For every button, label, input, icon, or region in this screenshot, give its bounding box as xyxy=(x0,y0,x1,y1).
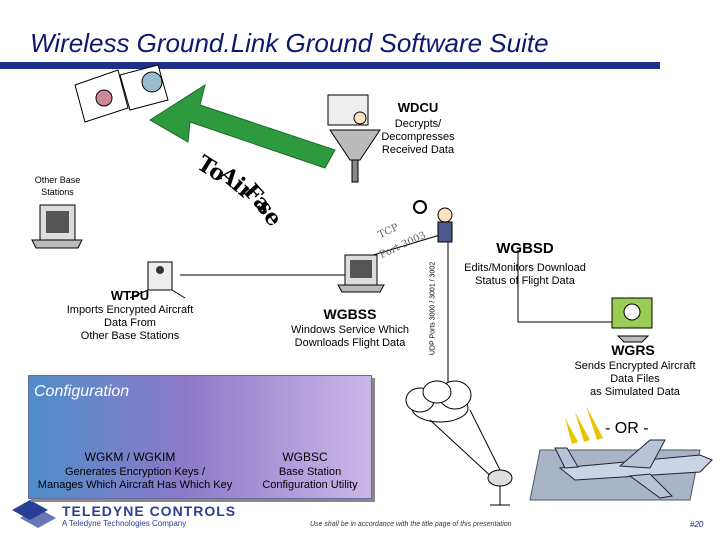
title-underline xyxy=(0,62,660,69)
or-label: - OR - xyxy=(605,420,649,437)
configuration-panel xyxy=(28,375,372,499)
configuration-title: Configuration xyxy=(34,383,130,400)
wgbsd-person-icon xyxy=(413,200,453,243)
udp-label: UDP Ports 3000 / 3001 / 3002 xyxy=(429,261,437,356)
wgbsc-name: WGBSC xyxy=(282,450,328,464)
logo-tagline: A Teledyne Technologies Company xyxy=(62,519,187,528)
other-base-label: Other Base Stations xyxy=(34,175,81,197)
cloud-icon xyxy=(405,380,472,423)
page-title: Wireless Ground.Link Ground Software Sui… xyxy=(30,28,549,58)
wdcu-person-icon xyxy=(327,94,381,183)
signal-icon xyxy=(565,406,603,444)
wgrs-link xyxy=(517,250,620,323)
wgbss-computer-icon xyxy=(337,254,385,293)
wgbss-desc: Windows Service Which Downloads Flight D… xyxy=(291,324,409,349)
wdcu-name: WDCU xyxy=(397,100,439,115)
wgbsd-desc: Edits/Monitors Download Status of Flight… xyxy=(464,262,586,287)
wgkm-name: WGKM / WGKIM xyxy=(84,450,176,464)
antenna-link xyxy=(469,409,506,481)
wgrs-desc: Sends Encrypted Aircraft Data Files as S… xyxy=(574,360,696,398)
wtpu-desc: Imports Encrypted Aircraft Data From Oth… xyxy=(66,304,194,342)
wdcu-desc: Decrypts/ Decompresses Received Data xyxy=(381,118,455,156)
logo-name: TELEDYNE CONTROLS xyxy=(62,503,237,519)
antenna-icon xyxy=(487,469,513,506)
aircraft-icon xyxy=(554,439,713,499)
wtpu-icon xyxy=(129,261,186,299)
documents-icon xyxy=(74,64,169,123)
wgbsc-desc: Base Station Configuration Utility xyxy=(262,466,358,491)
antenna-link-2 xyxy=(429,419,496,481)
computer-icon xyxy=(31,204,83,249)
wgkm-desc: Generates Encryption Keys / Manages Whic… xyxy=(37,466,233,491)
wgrs-icon xyxy=(611,297,653,343)
wgrs-name: WGRS xyxy=(611,342,655,358)
page-number: #20 xyxy=(690,520,704,529)
wtpu-name: WTPU xyxy=(110,288,150,303)
teledyne-logo-icon xyxy=(12,500,56,528)
footer-note: Use shall be in accordance with the titl… xyxy=(310,521,512,528)
wgbss-name: WGBSS xyxy=(323,306,377,322)
green-arrow xyxy=(149,83,336,169)
wgbsd-name: WGBSD xyxy=(496,240,554,257)
